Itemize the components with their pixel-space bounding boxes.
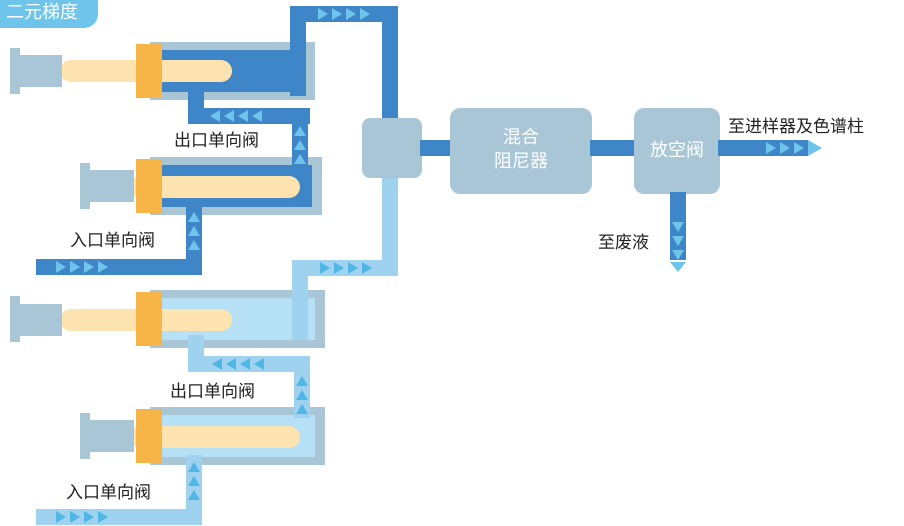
flow-arrow (296, 404, 308, 414)
flow-arrow (98, 511, 108, 523)
flow-arrow (318, 8, 328, 20)
flow-arrow (296, 390, 308, 400)
junction-block (362, 118, 422, 178)
flow-arrow (766, 142, 776, 154)
pump-a-pipe-connector-up (292, 108, 308, 168)
pump-b-lower-rod (130, 426, 300, 448)
pump-b-upper-piston (136, 292, 162, 346)
pump-b-pipe-outlet-vertical (292, 260, 308, 340)
flow-arrow (346, 8, 356, 20)
flow-arrow (332, 8, 342, 20)
label-to-waste: 至废液 (598, 233, 649, 253)
pump-a-lower-rod (130, 176, 300, 198)
flow-arrow (294, 140, 306, 150)
flow-arrow (188, 212, 200, 222)
arrow-to-waste (670, 262, 686, 272)
flow-arrow (334, 262, 344, 274)
flow-arrow (794, 142, 804, 154)
pump-a-pipe-outlet-vertical (290, 6, 306, 96)
purge-valve-box (634, 108, 720, 194)
flow-arrow (70, 261, 80, 273)
title-tag: 二元梯度 (0, 0, 98, 28)
pipe-mixer-to-valve (590, 140, 636, 156)
flow-arrow (294, 126, 306, 136)
label-to-injector: 至进样器及色谱柱 (728, 117, 864, 137)
pump-a-lower-knob (80, 163, 90, 209)
pipe-junction-to-mixer (420, 140, 454, 156)
purge-valve-label: 放空阀 (650, 140, 704, 161)
flow-arrow (210, 110, 220, 122)
pump-a-flow-arrows (56, 8, 370, 273)
mixer-label-line2: 阻尼器 (494, 151, 548, 172)
pump-a (10, 6, 398, 275)
flow-arrow (672, 222, 684, 232)
flow-arrow (360, 8, 370, 20)
column-flow-arrows (766, 142, 804, 154)
pump-b-pipe-up-to-junction (382, 170, 398, 276)
flow-arrow (70, 511, 80, 523)
flow-arrow (98, 261, 108, 273)
flow-arrow (188, 476, 200, 486)
flow-arrow (56, 261, 66, 273)
pump-a-pipe-top (290, 6, 398, 22)
flow-arrow (294, 154, 306, 164)
pump-b-upper-knob (10, 296, 20, 342)
pipe-valve-to-column (718, 140, 808, 156)
flow-arrow (188, 462, 200, 472)
flow-arrow (84, 511, 94, 523)
mixer-label: 混合 阻尼器 (450, 126, 592, 174)
pump-a-upper-rod-base (14, 55, 62, 87)
pump-a-upper-piston (136, 44, 162, 98)
flow-arrow (224, 110, 234, 122)
flow-arrow (226, 358, 236, 370)
flow-arrow (252, 110, 262, 122)
arrow-to-column (808, 140, 822, 156)
flow-arrow (188, 490, 200, 500)
flow-arrow (672, 250, 684, 260)
label-inlet-valve-a: 入口单向阀 (70, 231, 155, 251)
flow-arrow (212, 358, 222, 370)
pump-a-lower-rod-base (86, 170, 134, 202)
mixer-label-line1: 混合 (503, 127, 539, 148)
label-inlet-valve-b: 入口单向阀 (66, 483, 151, 503)
pump-a-pipe-down-to-junction (382, 6, 398, 126)
pump-a-lower-piston (136, 159, 162, 213)
flow-arrow (188, 226, 200, 236)
label-outlet-valve-a: 出口单向阀 (174, 131, 259, 151)
pump-b-lower-rod-base (86, 420, 134, 452)
flow-arrow (296, 376, 308, 386)
waste-flow-arrows (670, 222, 686, 272)
pump-b-pipe-top (292, 260, 398, 276)
flow-arrow (240, 358, 250, 370)
flow-arrow (188, 240, 200, 250)
flow-arrow (56, 511, 66, 523)
mixing-section (362, 108, 822, 272)
pump-b-pipe-connector-up (294, 356, 310, 418)
pump-b-lower-knob (80, 413, 90, 459)
pump-b-lower-piston (136, 409, 162, 463)
mixer-box (450, 108, 592, 194)
flow-arrow (84, 261, 94, 273)
pump-a-pipe-inlet-horizontal (36, 259, 202, 275)
flow-arrow (348, 262, 358, 274)
flow-arrow (780, 142, 790, 154)
pump-a-upper-knob (10, 48, 20, 94)
pump-b-upper-rod-base (14, 304, 62, 336)
pump-a-pipe-connector-horizontal (188, 108, 310, 124)
pump-b-flow-arrows (56, 262, 372, 523)
pump-b (10, 170, 398, 525)
flow-arrow (362, 262, 372, 274)
label-outlet-valve-b: 出口单向阀 (170, 382, 255, 402)
flow-arrow (320, 262, 330, 274)
flow-arrow (238, 110, 248, 122)
pump-b-pipe-inlet-horizontal (36, 509, 202, 525)
flow-arrow (254, 358, 264, 370)
flow-arrow (672, 236, 684, 246)
